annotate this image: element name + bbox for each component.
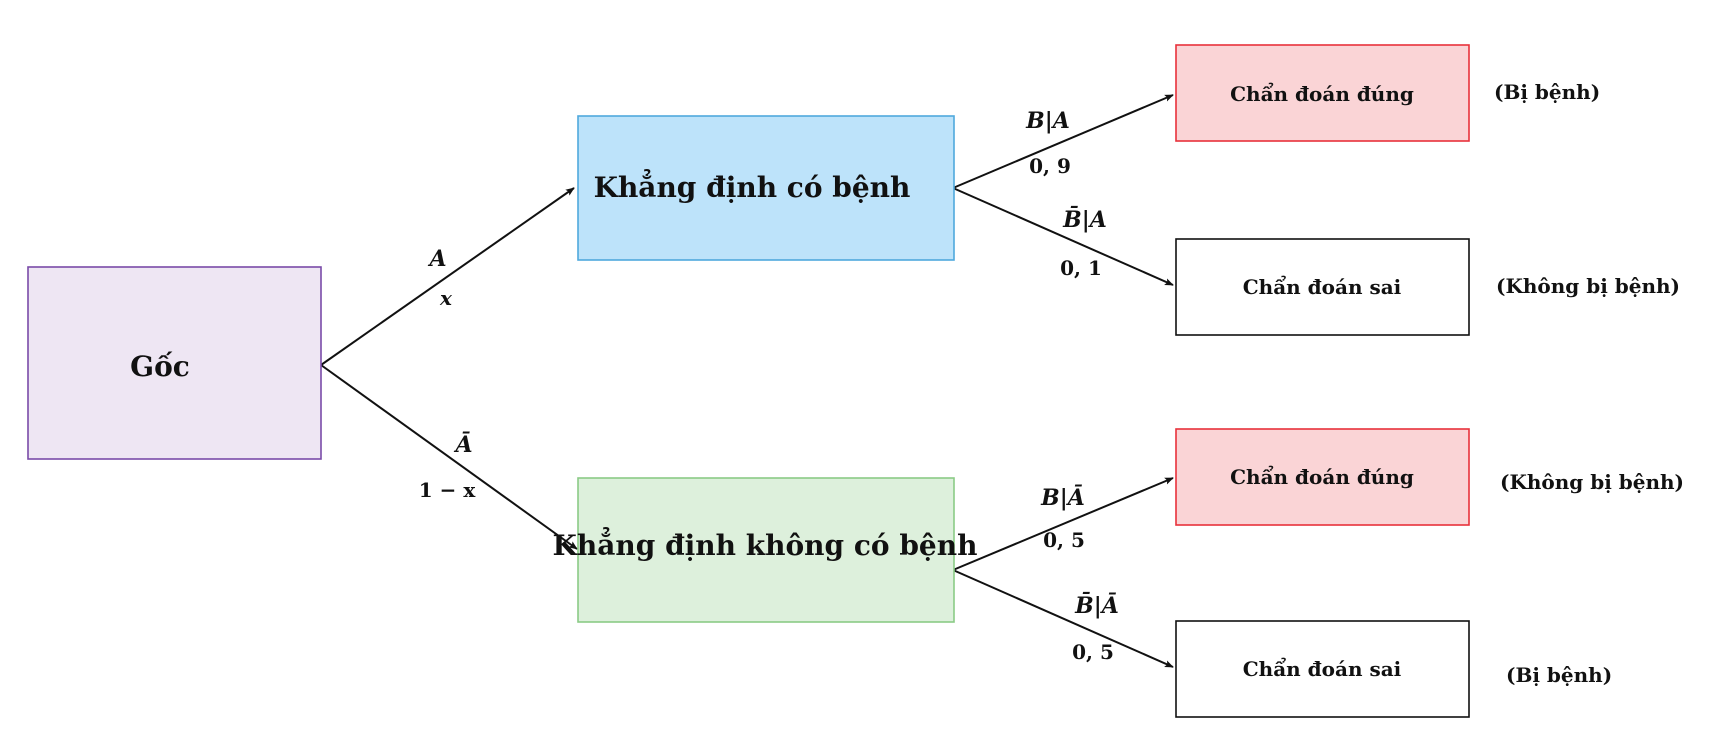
edge-label-event: B|A xyxy=(1025,108,1070,134)
node-positive: Khẳng định có bệnh xyxy=(577,115,955,261)
edge-negative-to-wrong xyxy=(952,569,1174,668)
node-negative: Khẳng định không có bệnh xyxy=(553,477,978,623)
edge-label-event: B|Ā xyxy=(1040,484,1085,511)
node-label: Khẳng định không có bệnh xyxy=(553,526,978,562)
leaf-box xyxy=(1175,238,1470,336)
edge-root-to-negative xyxy=(320,364,578,550)
edges xyxy=(320,94,1174,668)
leaf-note: (Không bị bệnh) xyxy=(1496,274,1680,298)
node-root: Gốc xyxy=(27,266,322,460)
node-box xyxy=(27,266,322,460)
leaf-note: (Không bị bệnh) xyxy=(1500,470,1684,494)
edge-label-event: Ā xyxy=(453,431,472,458)
leaf-label: Chẩn đoán đúng xyxy=(1230,81,1414,106)
leaf-note: (Bị bệnh) xyxy=(1494,80,1600,104)
node-box xyxy=(577,477,955,623)
edge-positive-to-wrong xyxy=(952,187,1174,286)
leaf-positive-correct: Chẩn đoán đúng (Bị bệnh) xyxy=(1175,44,1600,142)
leaf-box xyxy=(1175,620,1470,718)
leaf-label: Chẩn đoán sai xyxy=(1243,656,1402,681)
edge-label-event: A xyxy=(427,246,446,272)
node-box xyxy=(577,115,955,261)
edge-label-event: B̄|A xyxy=(1062,205,1107,233)
edge-positive-to-correct xyxy=(952,94,1174,189)
edge-negative-to-correct xyxy=(952,477,1174,571)
edge-label-probability: 0, 5 xyxy=(1072,640,1114,664)
edge-label-probability: 0, 5 xyxy=(1043,528,1085,552)
leaf-negative-wrong: Chẩn đoán sai (Bị bệnh) xyxy=(1175,620,1612,718)
edge-labels: A x Ā 1 − x B|A 0, 9 B̄|A 0, 1 B|Ā 0, 5 … xyxy=(419,108,1119,664)
edge-label-probability: 0, 9 xyxy=(1029,154,1071,178)
edge-label-probability: 1 − x xyxy=(419,478,477,502)
edge-label-probability: x xyxy=(439,286,453,310)
leaf-note: (Bị bệnh) xyxy=(1506,663,1612,687)
node-label: Khẳng định có bệnh xyxy=(594,168,911,204)
leaf-negative-correct: Chẩn đoán đúng (Không bị bệnh) xyxy=(1175,428,1684,526)
leaf-label: Chẩn đoán đúng xyxy=(1230,464,1414,489)
node-label: Gốc xyxy=(130,350,190,383)
leaf-box xyxy=(1175,44,1470,142)
leaf-label: Chẩn đoán sai xyxy=(1243,274,1402,299)
leaf-box xyxy=(1175,428,1470,526)
leaf-positive-wrong: Chẩn đoán sai (Không bị bệnh) xyxy=(1175,238,1680,336)
edge-root-to-positive xyxy=(320,187,575,366)
edge-label-event: B̄|Ā xyxy=(1074,591,1119,619)
edge-label-probability: 0, 1 xyxy=(1060,256,1102,280)
